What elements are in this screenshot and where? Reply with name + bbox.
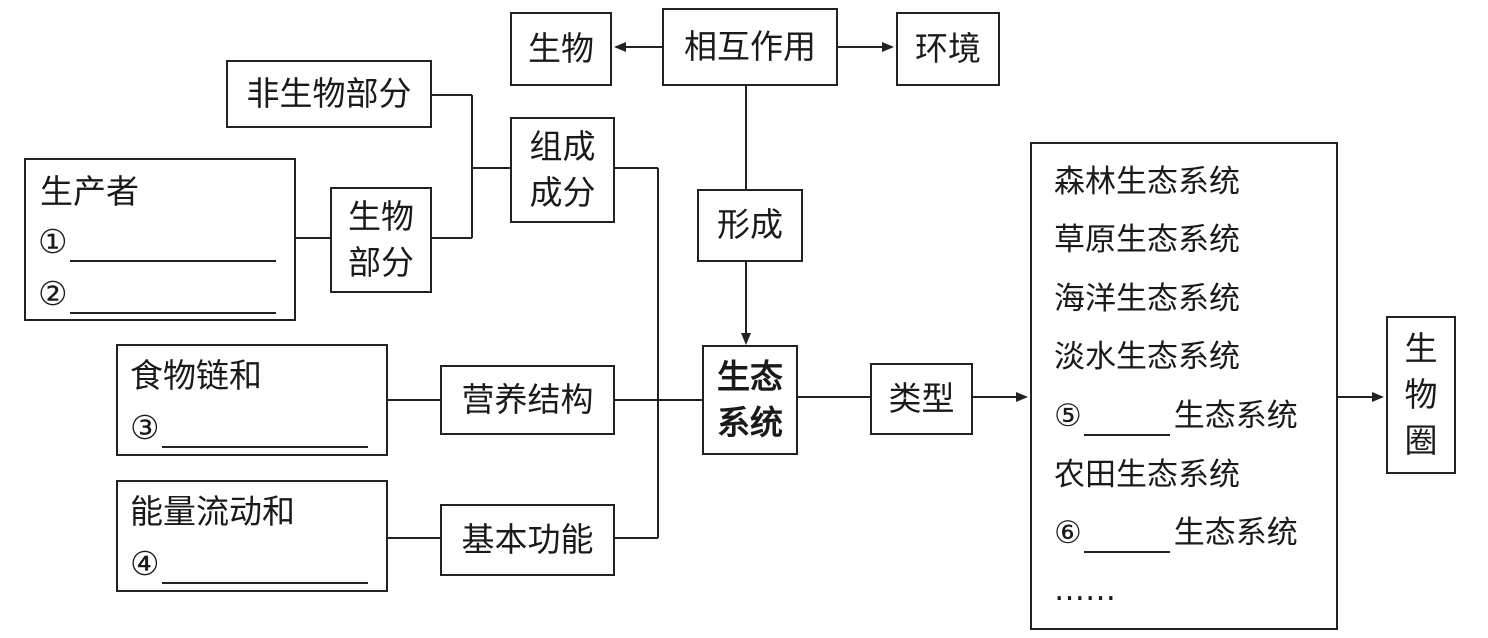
nutrition-structure-box: 营养结构 (440, 365, 615, 435)
blank-4-row: ④ (130, 544, 368, 584)
type-item-forest: 森林生态系统 (1054, 164, 1240, 200)
forming-label: 形成 (717, 205, 783, 245)
biosphere-char-2: 物 (1404, 375, 1438, 414)
ecosystem-types-list-box: 森林生态系统 草原生态系统 海洋生态系统 淡水生态系统 ⑤ 生态系统 农田生态系统… (1030, 142, 1338, 630)
nutrition-structure-label: 营养结构 (461, 379, 594, 419)
components-label-line2: 成分 (529, 173, 596, 212)
producer-label: 生产者 (40, 172, 139, 211)
blank-1-row: ① (38, 222, 276, 262)
type-item-blank-6: ⑥ 生态系统 (1054, 513, 1298, 553)
abiotic-box: 非生物部分 (226, 60, 432, 128)
blank-2-line (69, 282, 276, 314)
blank-3-line (161, 416, 368, 448)
blank-2-marker: ② (38, 274, 68, 313)
basic-function-label: 基本功能 (461, 519, 594, 559)
interaction-box: 相互作用 (662, 8, 838, 86)
organisms-label: 生物 (528, 28, 594, 68)
abiotic-label: 非生物部分 (246, 73, 412, 113)
components-box: 组成 成分 (510, 117, 615, 223)
biotic-box: 生物 部分 (330, 187, 432, 293)
blank-5-marker: ⑤ (1054, 398, 1082, 434)
biosphere-box: 生 物 圈 (1386, 316, 1456, 474)
ecosystem-label-line1: 生态 (717, 357, 783, 396)
type-item-farmland: 农田生态系统 (1054, 457, 1240, 493)
nutrition-detail-box: 食物链和 ③ (116, 344, 388, 456)
types-box: 类型 (870, 363, 973, 435)
types-label: 类型 (888, 378, 955, 418)
blank-6-suffix: 生态系统 (1173, 515, 1298, 551)
blank-4-marker: ④ (130, 544, 160, 583)
components-label-line1: 组成 (529, 127, 596, 166)
producer-detail-box: 生产者 ① ② (24, 158, 296, 321)
blank-2-row: ② (38, 274, 276, 314)
type-item-grassland: 草原生态系统 (1054, 222, 1240, 258)
environment-box: 环境 (896, 12, 1000, 86)
forming-box: 形成 (697, 189, 803, 262)
blank-5-line (1083, 404, 1170, 436)
blank-4-line (161, 552, 368, 584)
biotic-label-line2: 部分 (348, 243, 414, 282)
biosphere-char-1: 生 (1404, 329, 1438, 368)
biosphere-char-3: 圈 (1404, 421, 1438, 460)
nutrition-detail-line1: 食物链和 (130, 356, 262, 395)
ecosystem-label-line2: 系统 (717, 403, 783, 442)
interaction-label: 相互作用 (684, 26, 816, 66)
organisms-box: 生物 (510, 12, 612, 86)
ecosystem-box: 生态 系统 (702, 345, 798, 455)
type-item-blank-5: ⑤ 生态系统 (1054, 396, 1298, 436)
environment-label: 环境 (915, 28, 981, 68)
blank-3-row: ③ (130, 408, 368, 448)
type-item-freshwater: 淡水生态系统 (1054, 339, 1240, 375)
biotic-label-line1: 生物 (348, 197, 414, 236)
blank-6-marker: ⑥ (1054, 515, 1082, 551)
blank-3-marker: ③ (130, 408, 160, 447)
type-item-ellipsis: …… (1054, 572, 1116, 608)
type-item-ocean: 海洋生态系统 (1054, 281, 1240, 317)
basic-function-box: 基本功能 (440, 504, 615, 576)
function-detail-line1: 能量流动和 (130, 492, 295, 531)
blank-6-line (1083, 521, 1170, 553)
blank-5-suffix: 生态系统 (1173, 398, 1298, 434)
blank-1-line (69, 230, 276, 262)
function-detail-box: 能量流动和 ④ (116, 480, 388, 592)
blank-1-marker: ① (38, 222, 68, 261)
